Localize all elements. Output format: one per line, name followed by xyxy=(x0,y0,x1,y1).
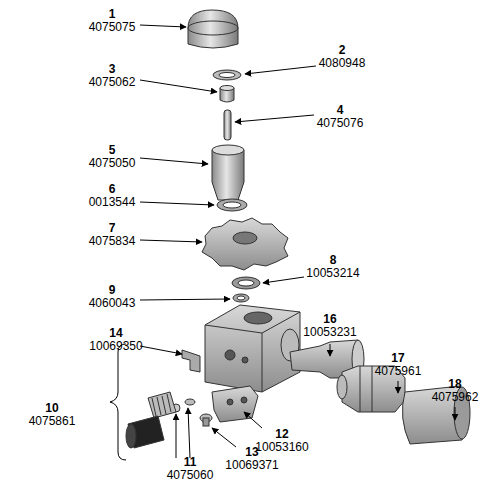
callout-number: 8 xyxy=(330,254,337,267)
callout-number: 6 xyxy=(109,183,116,196)
callout-number: 13 xyxy=(245,446,258,459)
callout-number: 3 xyxy=(109,63,116,76)
part-number: 0013544 xyxy=(89,196,136,209)
part-number: 4075961 xyxy=(375,365,422,378)
part-number: 4075834 xyxy=(89,235,136,248)
callout-number: 18 xyxy=(448,378,461,391)
part-number: 4075050 xyxy=(89,157,136,170)
part-number: 4080948 xyxy=(319,57,366,70)
callout-number: 11 xyxy=(184,456,197,469)
callout-number: 16 xyxy=(323,313,336,326)
part-number: 10069371 xyxy=(225,459,278,472)
callout-number: 10 xyxy=(45,402,58,415)
callout-number: 14 xyxy=(109,327,122,340)
part-number: 10053160 xyxy=(255,441,308,454)
part-number: 4060043 xyxy=(89,297,136,310)
callout-number: 1 xyxy=(109,8,116,21)
part-number: 10053231 xyxy=(303,326,356,339)
cap-part xyxy=(188,10,238,48)
callout-number: 9 xyxy=(109,284,116,297)
callout-number: 12 xyxy=(275,428,288,441)
leader-lines xyxy=(140,25,455,458)
callout-number: 7 xyxy=(109,222,116,235)
part-number: 10053214 xyxy=(306,267,359,280)
part-number: 4075861 xyxy=(29,415,76,428)
part-number: 4075060 xyxy=(167,469,214,482)
callout-number: 4 xyxy=(337,104,344,117)
part-number: 4075076 xyxy=(317,117,364,130)
part-number: 4075075 xyxy=(89,21,136,34)
part-number: 4075062 xyxy=(89,76,136,89)
callout-number: 2 xyxy=(339,44,346,57)
valve-body xyxy=(205,305,300,392)
part-number: 4075962 xyxy=(432,391,479,404)
part-number: 10069350 xyxy=(89,340,142,353)
callout-number: 5 xyxy=(109,144,116,157)
callout-number: 17 xyxy=(391,352,404,365)
